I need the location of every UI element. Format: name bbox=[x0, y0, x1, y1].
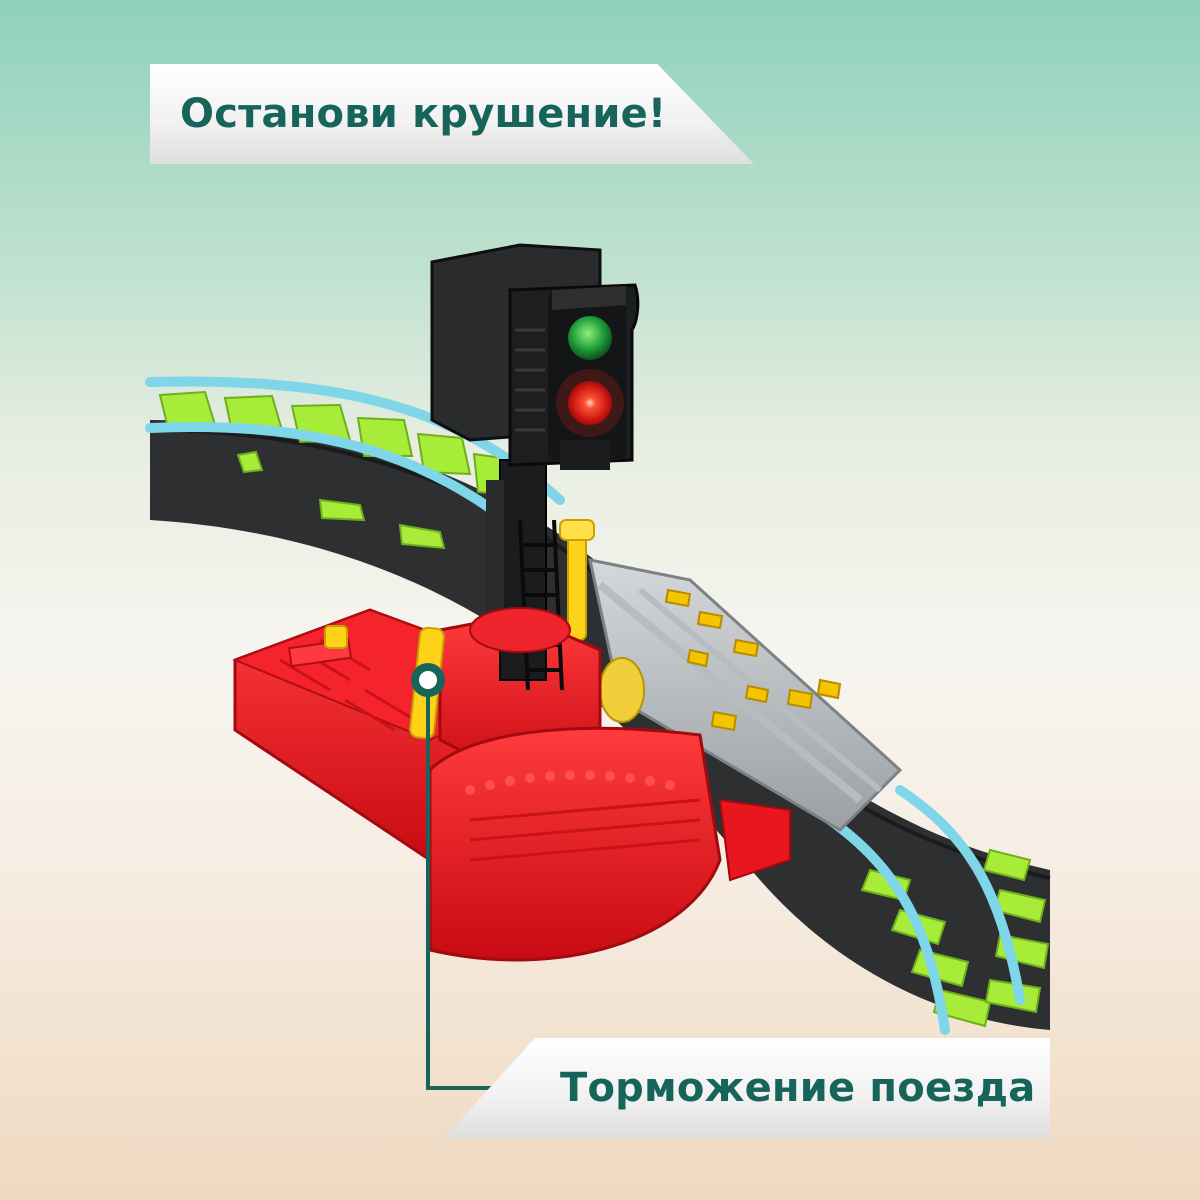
headline-banner: Останови крушение! bbox=[150, 64, 754, 164]
feature-label: Торможение поезда bbox=[560, 1065, 1036, 1111]
railway-track bbox=[145, 376, 1051, 1035]
red-light-icon bbox=[568, 381, 612, 425]
feature-banner: Торможение поезда bbox=[444, 1038, 1050, 1138]
headline-text: Останови крушение! bbox=[180, 91, 667, 137]
green-light-icon bbox=[568, 316, 612, 360]
toy-railway-signal bbox=[430, 243, 640, 691]
signal-head bbox=[430, 243, 640, 470]
